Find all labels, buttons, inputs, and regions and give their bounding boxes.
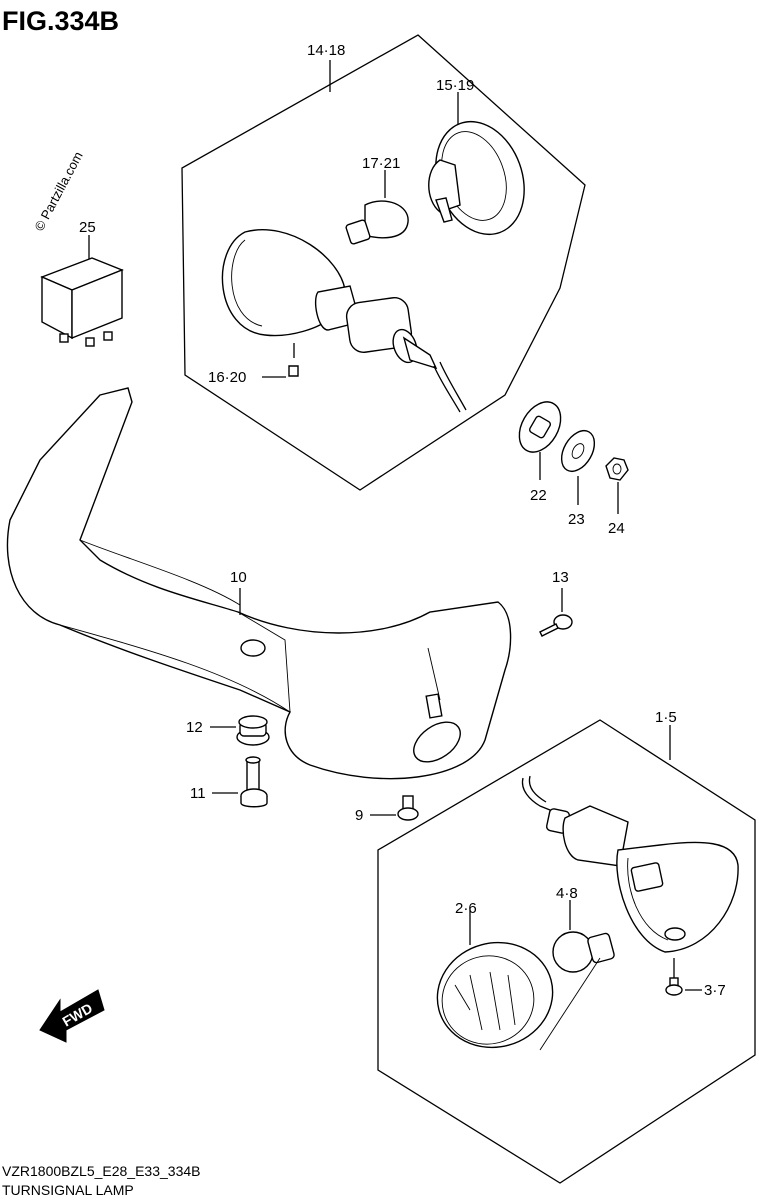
callout-bolt: 11	[190, 785, 206, 802]
callout-bracket-screw-lower: 9	[355, 807, 363, 824]
figure-title: FIG.334B	[2, 6, 119, 36]
rear-lamp-housing	[221, 229, 467, 413]
front-lens: 2·6	[436, 900, 554, 1049]
figure-caption: TURNSIGNAL LAMP	[2, 1182, 134, 1198]
callout-front-bulb: 4·8	[556, 885, 578, 902]
front-lens-screw: 3·7	[665, 958, 726, 999]
callout-bracket: 10	[230, 569, 247, 586]
rear-lens: 15·19	[428, 77, 525, 236]
bolt: 11	[190, 756, 268, 808]
bracket: 10	[6, 387, 512, 780]
washer: 23	[560, 430, 596, 528]
callout-front-lens-screw: 3·7	[704, 982, 726, 999]
callout-grommet: 12	[186, 719, 203, 736]
callout-rear-lens: 15·19	[436, 77, 474, 94]
callout-front-lamp-assy: 1·5	[655, 709, 677, 726]
grommet: 12	[186, 715, 270, 746]
callout-nut: 24	[608, 520, 625, 537]
fwd-arrow-icon: FWD	[39, 989, 105, 1043]
front-lamp-assembly-group: 1·5 2·6 4·8	[377, 709, 756, 1184]
front-lamp-assembly-outline	[377, 719, 756, 1184]
callout-cushion: 22	[530, 487, 547, 504]
callout-rear-lamp-assy: 14·18	[307, 42, 345, 59]
bracket-screw-lower: 9	[355, 795, 419, 824]
callout-front-lens: 2·6	[455, 900, 477, 917]
callout-washer: 23	[568, 511, 585, 528]
callout-bracket-screw-upper: 13	[552, 569, 569, 586]
cushion: 22	[518, 401, 562, 504]
callout-rear-bulb: 17·21	[362, 155, 400, 172]
bracket-screw-upper: 13	[539, 569, 573, 637]
relay: 25	[40, 219, 124, 347]
front-lamp-housing	[521, 775, 739, 953]
rear-lamp-assembly-outline	[181, 34, 586, 491]
front-bulb: 4·8	[539, 885, 615, 1051]
rear-lamp-assembly-group: 14·18 15·19 17·21	[181, 34, 586, 491]
model-code: VZR1800BZL5_E28_E33_334B	[2, 1163, 200, 1179]
callout-rear-lens-screw: 16·20	[208, 369, 246, 386]
callout-relay: 25	[79, 219, 96, 236]
nut: 24	[605, 457, 629, 537]
rear-bulb: 17·21	[345, 155, 409, 245]
rear-lens-screw: 16·20	[208, 343, 299, 386]
watermark: © Partzilla.com	[31, 149, 85, 233]
